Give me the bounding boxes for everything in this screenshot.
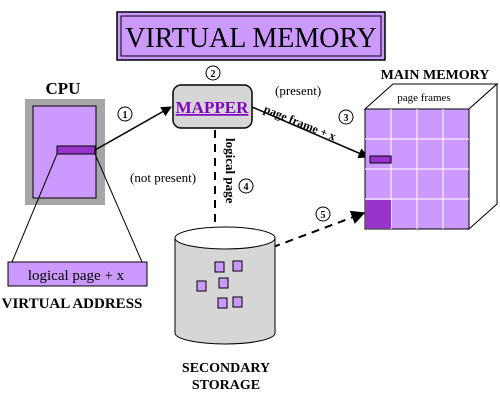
main-memory-label: MAIN MEMORY <box>381 68 490 83</box>
svg-text:4: 4 <box>244 182 249 193</box>
svg-text:1: 1 <box>123 110 128 121</box>
svg-text:3: 3 <box>344 113 349 124</box>
secondary-storage-cylinder <box>174 226 276 345</box>
main-memory-cube <box>363 82 499 231</box>
step-2-marker: 2 <box>205 65 221 81</box>
step-1-marker: 1 <box>117 106 133 122</box>
step-5-marker: 5 <box>315 206 331 222</box>
secondary-storage-label-1: SECONDARY <box>182 361 270 376</box>
arrow-storage-to-memory <box>232 210 366 263</box>
arrow-cpu-to-mapper <box>94 106 172 151</box>
zoom-line-right <box>94 153 143 263</box>
not-present-label: (not present) <box>130 170 196 185</box>
present-label: (present) <box>275 83 321 98</box>
mapper-box <box>172 84 253 129</box>
arrow-mapper-to-memory <box>251 106 369 159</box>
page-frames-label: page frames <box>397 92 450 104</box>
svg-text:2: 2 <box>211 69 216 80</box>
page-title: VIRTUAL MEMORY <box>125 23 377 54</box>
step-3-marker: 3 <box>338 109 354 125</box>
cpu-address-register <box>56 145 96 155</box>
logical-page-label: logical page <box>223 138 238 204</box>
page-frame-label: page frame + x <box>262 102 338 144</box>
title-banner: VIRTUAL MEMORY <box>116 11 386 61</box>
svg-text:5: 5 <box>321 210 326 221</box>
mapper-label: MAPPER <box>176 98 249 117</box>
secondary-storage-label-2: STORAGE <box>192 378 260 393</box>
memory-frame-slot <box>369 155 392 164</box>
cpu-label: CPU <box>46 79 81 98</box>
step-4-marker: 4 <box>238 178 254 194</box>
virtual-address-box <box>7 261 148 287</box>
virtual-address-box-text: logical page + x <box>28 268 125 284</box>
virtual-address-label: VIRTUAL ADDRESS <box>2 296 143 312</box>
zoom-line-left <box>11 153 58 263</box>
